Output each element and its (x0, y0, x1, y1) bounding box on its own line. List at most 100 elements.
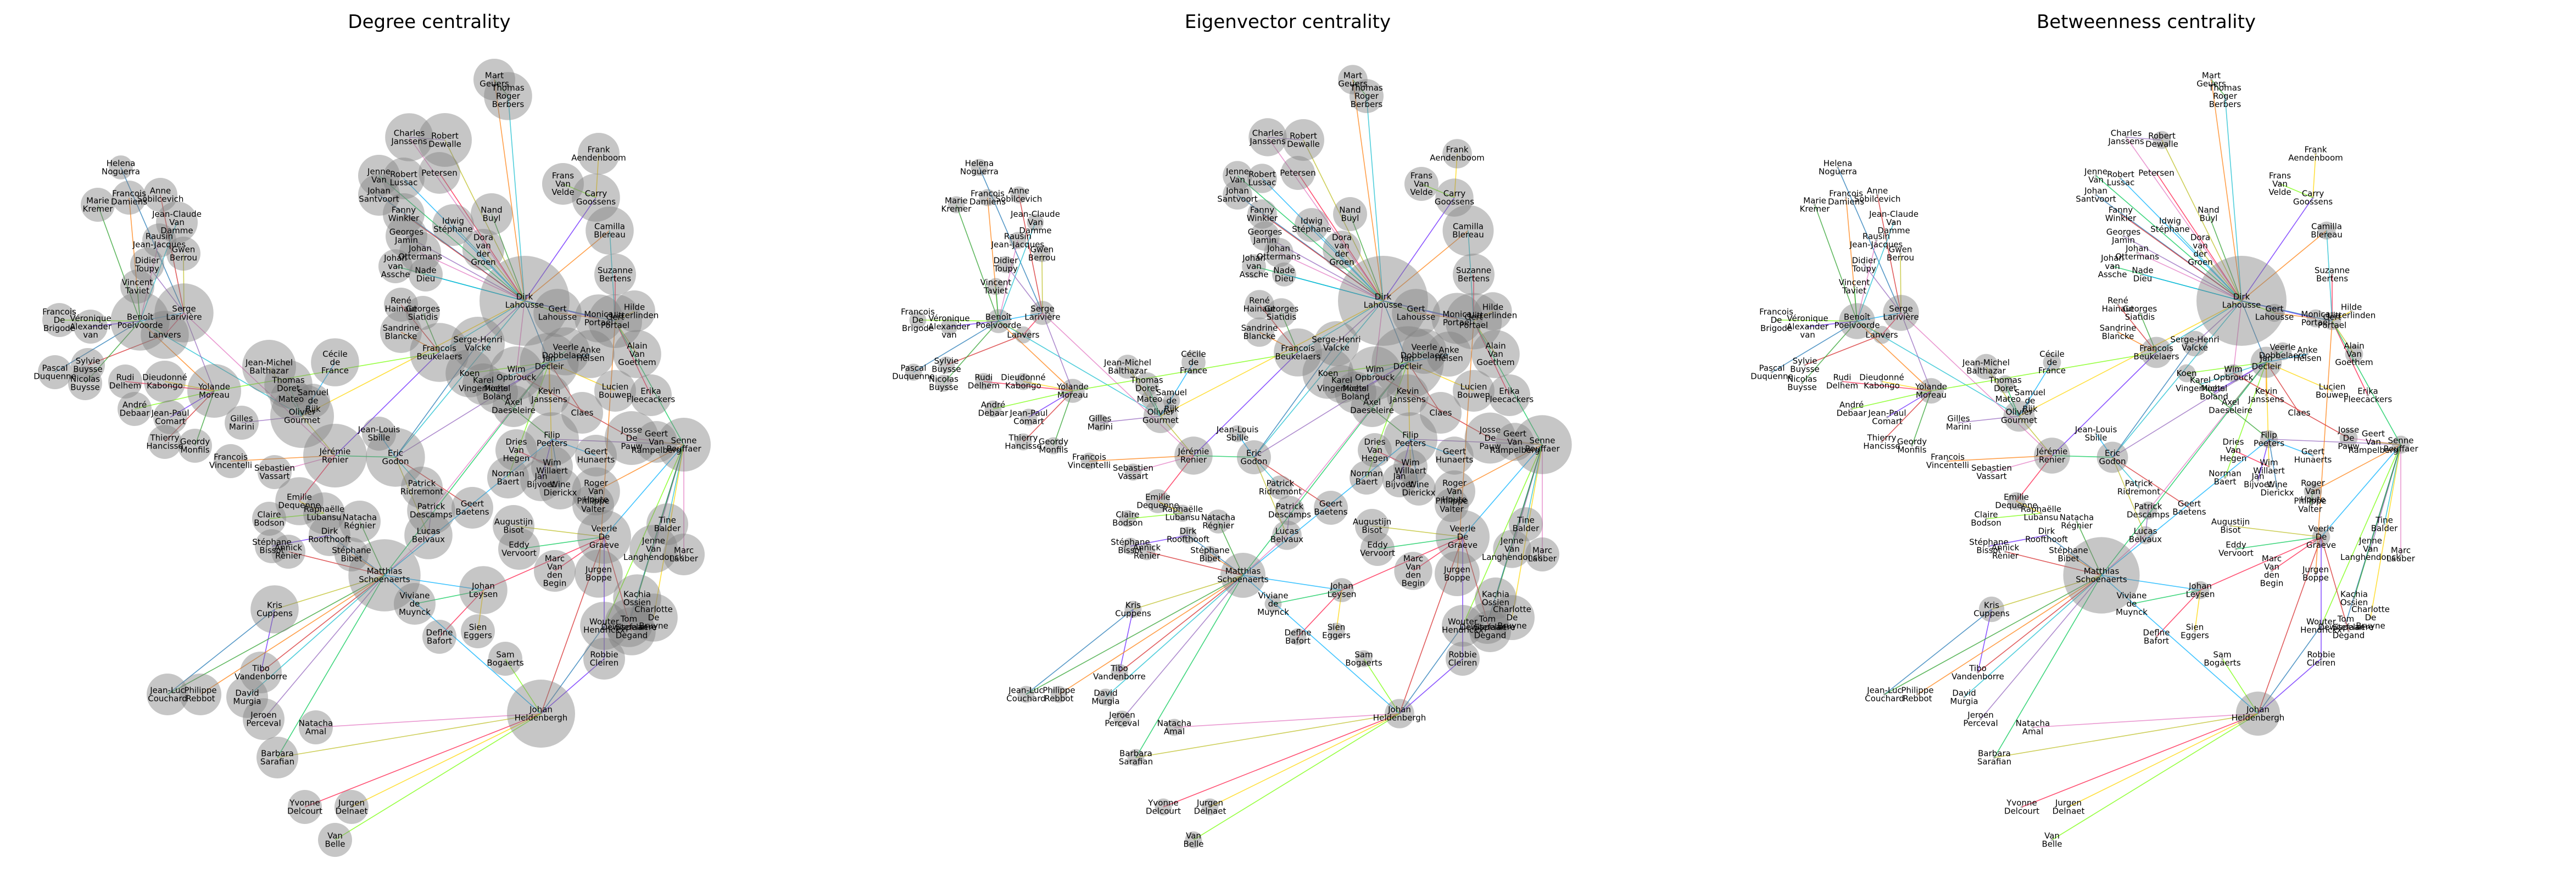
edge (2120, 214, 2242, 301)
edge (2230, 525, 2322, 537)
edge (1023, 312, 1043, 335)
edge (409, 137, 525, 301)
edge (508, 96, 525, 301)
node-layer (1770, 78, 2410, 842)
edge (274, 455, 336, 473)
panel-title: Eigenvector centrality (1184, 11, 1391, 33)
node-circle (2116, 303, 2120, 306)
node-circle (243, 698, 285, 740)
node-circle (419, 152, 460, 194)
node-circle (2345, 345, 2363, 363)
node-circle (1119, 510, 1136, 528)
node-circle (1264, 238, 1293, 267)
node-label: Claes (571, 408, 594, 418)
edge (2211, 79, 2242, 301)
node-circle (1973, 354, 1999, 380)
node-circle (410, 323, 469, 382)
node-circle (2155, 171, 2158, 175)
edge (2126, 137, 2242, 301)
edge (164, 381, 215, 391)
edge (2233, 450, 2270, 467)
node-circle (378, 249, 412, 283)
edge (1160, 416, 1194, 456)
edge (604, 536, 632, 632)
node-circle (975, 373, 993, 390)
node-circle (605, 411, 659, 465)
edge (469, 362, 550, 374)
edge (1473, 321, 1496, 355)
node-circle (1135, 372, 1159, 396)
edge (1025, 575, 1244, 695)
edge (540, 658, 605, 714)
node-circle (1844, 196, 1848, 199)
edge (1262, 214, 1384, 301)
edge (1887, 390, 1932, 418)
node-circle (1014, 433, 1032, 451)
node-circle (166, 237, 200, 271)
edge (483, 536, 605, 591)
edge (1350, 214, 1384, 301)
edge (549, 362, 553, 467)
node-circle (2034, 438, 2070, 474)
edge (1328, 373, 1411, 440)
node-circle (2007, 492, 2026, 511)
node-circle (1155, 798, 1172, 816)
edge (1289, 362, 1408, 511)
node-circle (1420, 392, 1462, 434)
node-circle (144, 361, 186, 402)
node-circle (1111, 664, 1128, 681)
node-circle (2177, 364, 2196, 383)
node-circle (1323, 365, 1361, 403)
edge (2257, 536, 2322, 714)
edge (1977, 575, 2102, 673)
node-circle (1247, 164, 1277, 193)
node-circle (2141, 273, 2144, 276)
node-circle (1174, 504, 1191, 522)
node-circle (1513, 415, 1572, 474)
node-circle (68, 366, 102, 400)
edge (1991, 575, 2102, 610)
edge (260, 609, 275, 673)
node-circle (2311, 196, 2315, 199)
node-circle (2229, 524, 2232, 528)
node-circle (1434, 470, 1475, 512)
node-circle (2235, 691, 2281, 736)
node-circle (613, 574, 661, 623)
node-circle (1402, 472, 1436, 506)
node-circle (2122, 234, 2125, 238)
